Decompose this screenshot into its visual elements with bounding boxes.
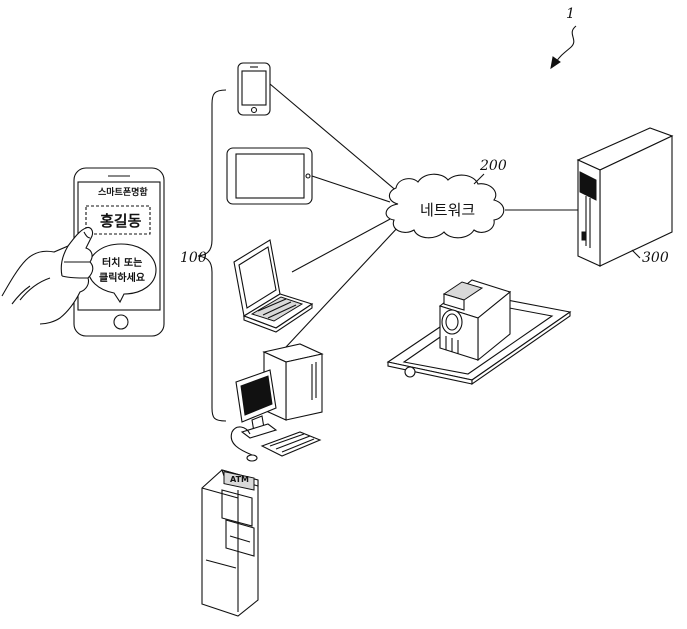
desktop-pc-icon <box>230 343 324 462</box>
ref-system: 1 <box>550 6 577 70</box>
phone-bubble-line2: 클릭하세요 <box>99 271 145 284</box>
network-cloud: 네트워크 200 <box>385 158 507 239</box>
ref-network-label: 200 <box>479 158 507 174</box>
server-icon: 300 <box>576 127 674 267</box>
connection-lines <box>269 83 578 363</box>
ref-terminals-label: 100 <box>180 250 207 266</box>
ref-system-label: 1 <box>566 6 575 22</box>
atm-label: ATM <box>230 475 249 484</box>
ref-server-label: 300 <box>642 250 669 266</box>
atm-icon: ATM <box>201 469 259 617</box>
network-label: 네트워크 <box>420 201 475 219</box>
phone-screen-name: 홍길동 <box>100 212 142 230</box>
business-card-phone: 스마트폰명함 홍길동 터치 또는 클릭하세요 <box>73 167 165 337</box>
phone-screen-title: 스마트폰명함 <box>98 186 148 198</box>
phone-bubble-line1: 터치 또는 <box>102 256 142 269</box>
hand-icon <box>1 226 94 325</box>
tablet-icon <box>226 147 313 205</box>
laptop-icon <box>233 239 314 333</box>
smartphone-icon <box>237 62 271 116</box>
terminal-bracket: 100 <box>180 89 227 422</box>
flat-smartphone-icon <box>386 279 572 386</box>
